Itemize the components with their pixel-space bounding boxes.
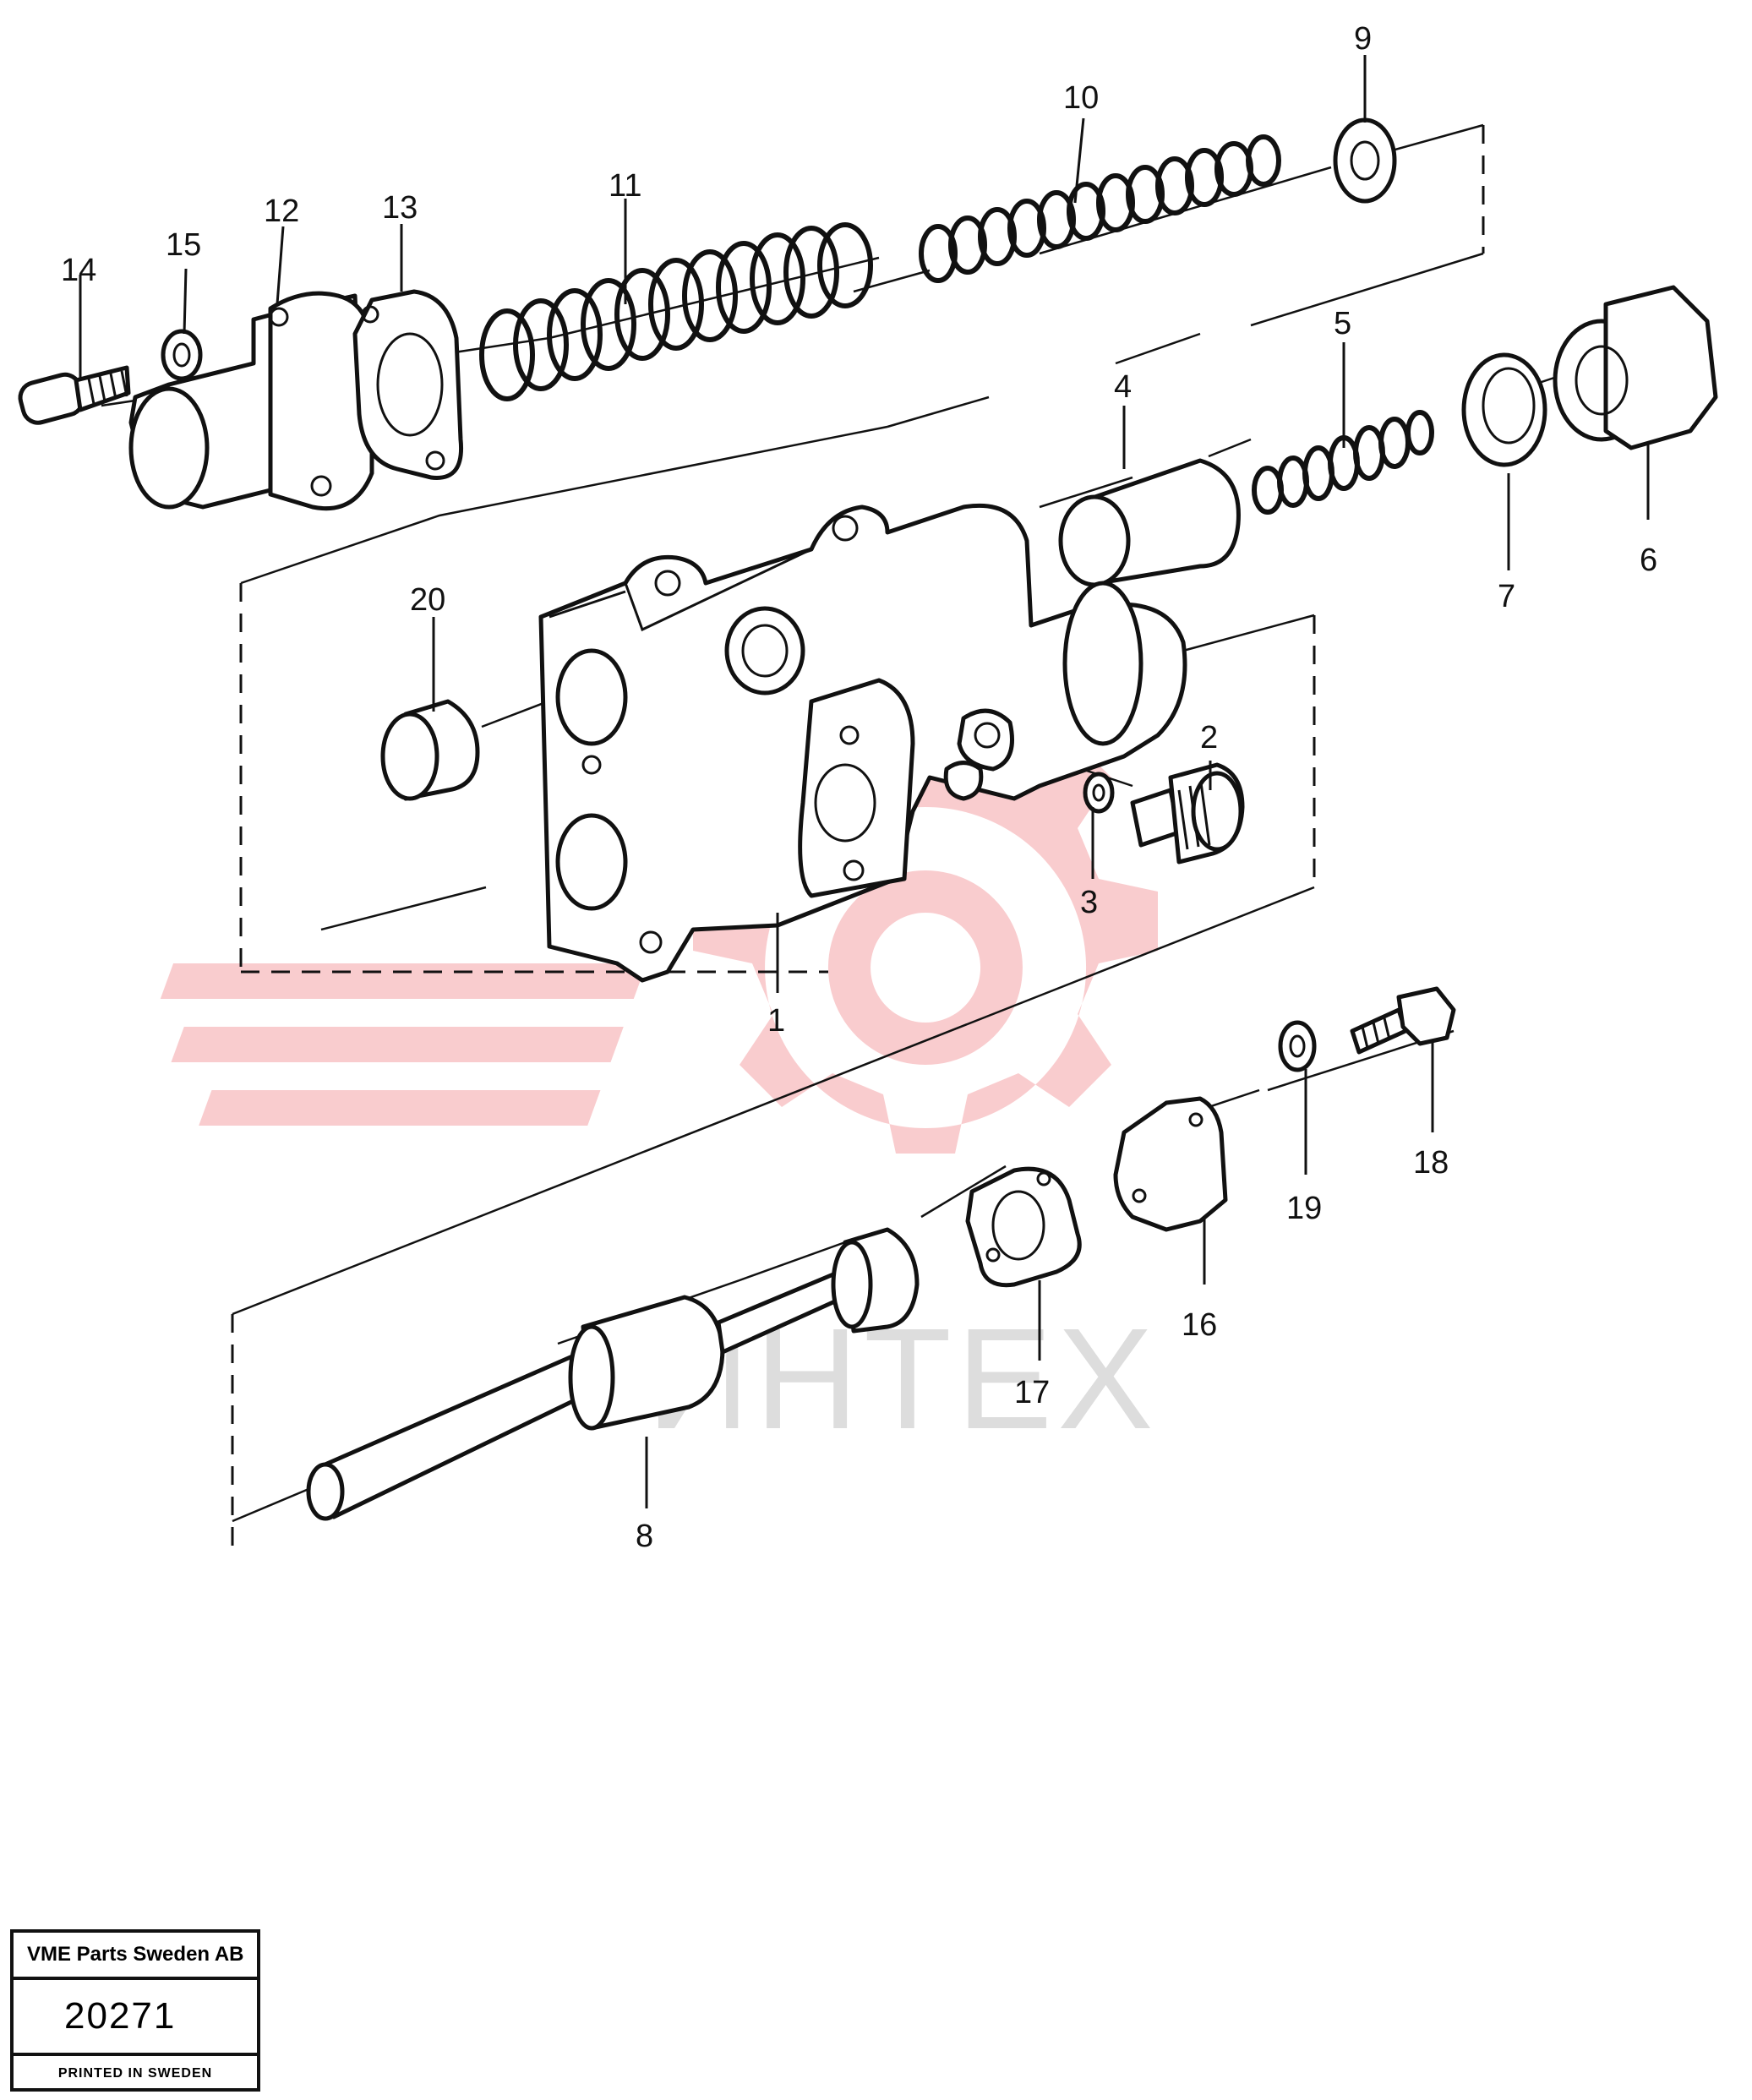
callout-19: 19 (1286, 1191, 1322, 1226)
part-6-plug (1553, 285, 1718, 450)
drawing-number: 20271 (14, 1980, 257, 2056)
callout-16: 16 (1182, 1307, 1217, 1343)
callout-9: 9 (1354, 21, 1372, 57)
callout-11: 11 (609, 168, 641, 204)
part-13-gasket (352, 289, 464, 480)
dashed-envelope (231, 125, 1485, 1555)
callout-10: 10 (1063, 80, 1099, 116)
part-16-cover-plate (1113, 1096, 1228, 1232)
part-15-washer (161, 329, 203, 381)
callout-17: 17 (1014, 1375, 1050, 1410)
callout-3: 3 (1080, 885, 1098, 920)
callout-8: 8 (636, 1519, 653, 1554)
part-20-plug-cap (380, 699, 480, 801)
callout-13: 13 (382, 190, 418, 226)
callout-14: 14 (61, 253, 96, 288)
callouts: 1 2 3 4 5 6 7 8 9 10 11 12 13 14 15 16 1… (61, 21, 1657, 1554)
callout-6: 6 (1640, 543, 1657, 578)
callout-18: 18 (1413, 1145, 1449, 1181)
part-18-bolt (1350, 986, 1456, 1055)
title-block: VME Parts Sweden AB 20271 PRINTED IN SWE… (10, 1929, 260, 2092)
part-17-gasket (965, 1166, 1082, 1288)
callout-4: 4 (1114, 369, 1132, 405)
part-19-washer (1278, 1020, 1317, 1072)
callout-5: 5 (1334, 306, 1351, 341)
part-12-end-cover (128, 291, 374, 511)
callout-20: 20 (410, 582, 445, 618)
leader-lines (79, 55, 1650, 1508)
callout-12: 12 (264, 194, 299, 229)
callout-1: 1 (767, 1003, 785, 1039)
part-1-valve-housing (538, 503, 1187, 983)
part-9-washer (1333, 117, 1397, 204)
callout-15: 15 (166, 227, 201, 263)
part-14-bolt (18, 365, 131, 425)
part-3-washer (1083, 772, 1115, 814)
callout-7: 7 (1498, 579, 1515, 614)
printed-label: PRINTED IN SWEDEN (57, 2066, 213, 2081)
part-8-spool (306, 1227, 920, 1521)
part-4-piston (1058, 458, 1241, 587)
callout-2: 2 (1200, 720, 1218, 755)
part-7-seal-ring (1461, 352, 1547, 467)
part-11-large-spring (479, 222, 873, 401)
part-10-small-spring (919, 134, 1281, 283)
company-name: VME Parts Sweden AB (14, 1933, 257, 1980)
part-2-screw-plug (1130, 762, 1245, 865)
